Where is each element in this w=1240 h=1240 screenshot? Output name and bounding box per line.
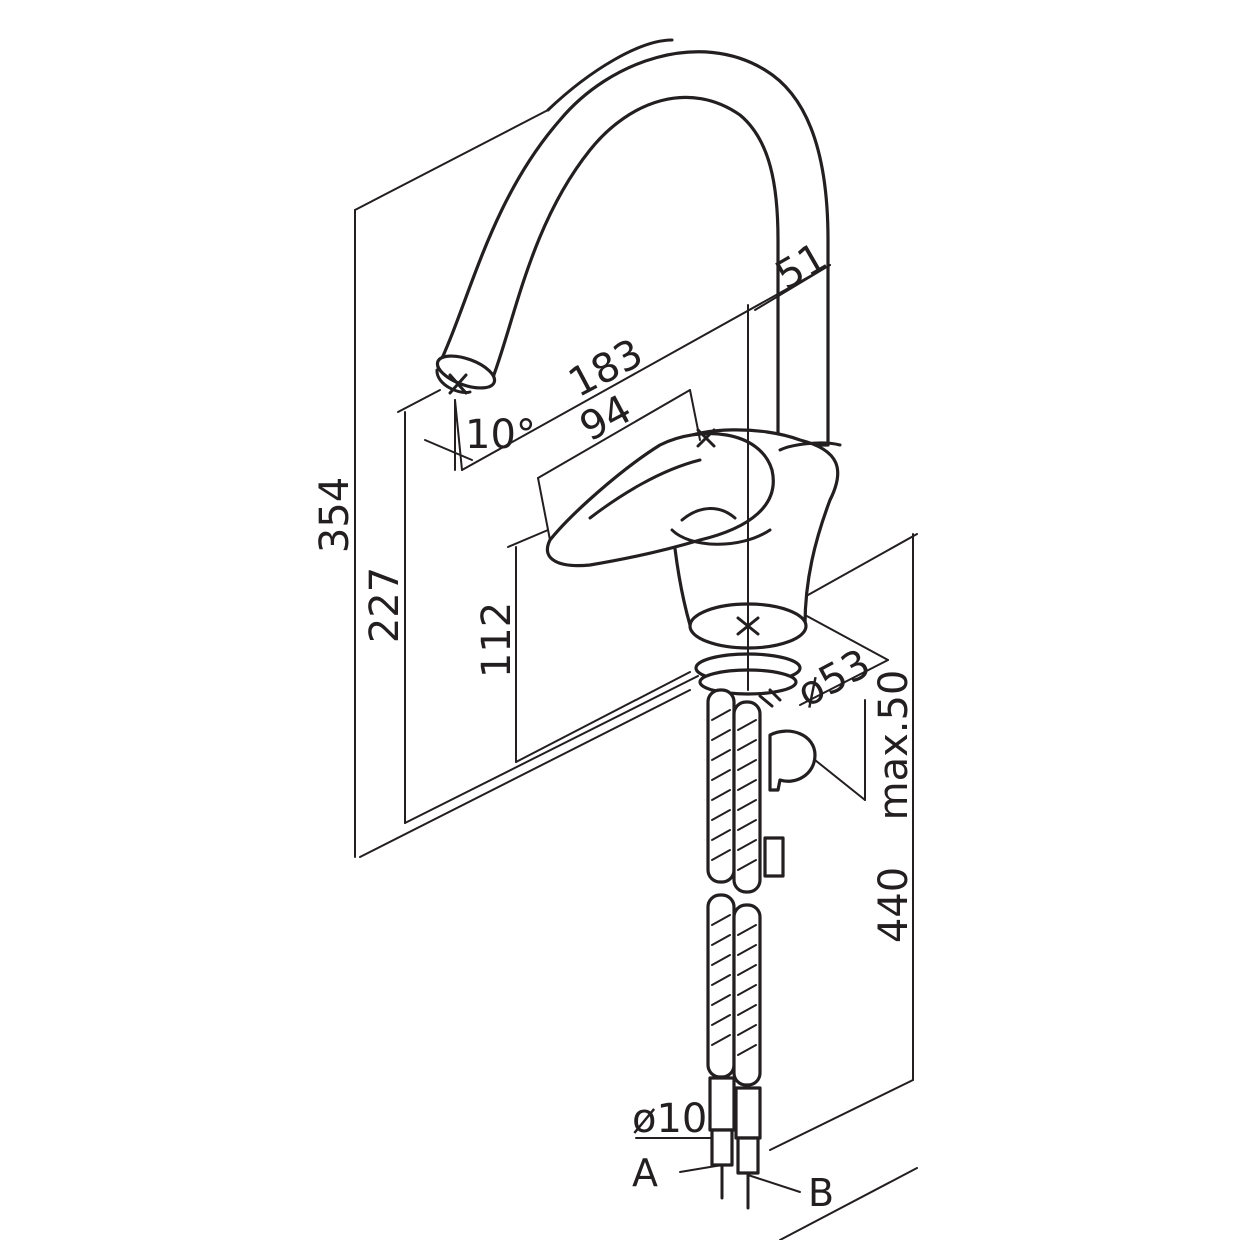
supply-hoses — [706, 688, 762, 1210]
spout-angle-label: 10° — [465, 412, 536, 458]
connection-a-label: A — [632, 1151, 658, 1195]
dimension-lines — [354, 109, 914, 1193]
hose-diameter-label: ø10 — [632, 1096, 707, 1142]
height-spout-label: 227 — [362, 567, 408, 643]
faucet-spout — [435, 38, 830, 447]
center-axis — [448, 304, 760, 691]
counter-thickness-label: max.50 — [871, 670, 917, 821]
faucet-body — [545, 428, 842, 650]
hose-length-label: 440 — [871, 867, 917, 943]
height-lever-label: 112 — [474, 602, 520, 678]
counter-plane-lines — [359, 533, 918, 1240]
connection-b-label: B — [808, 1171, 834, 1215]
height-total-label: 354 — [312, 477, 358, 553]
